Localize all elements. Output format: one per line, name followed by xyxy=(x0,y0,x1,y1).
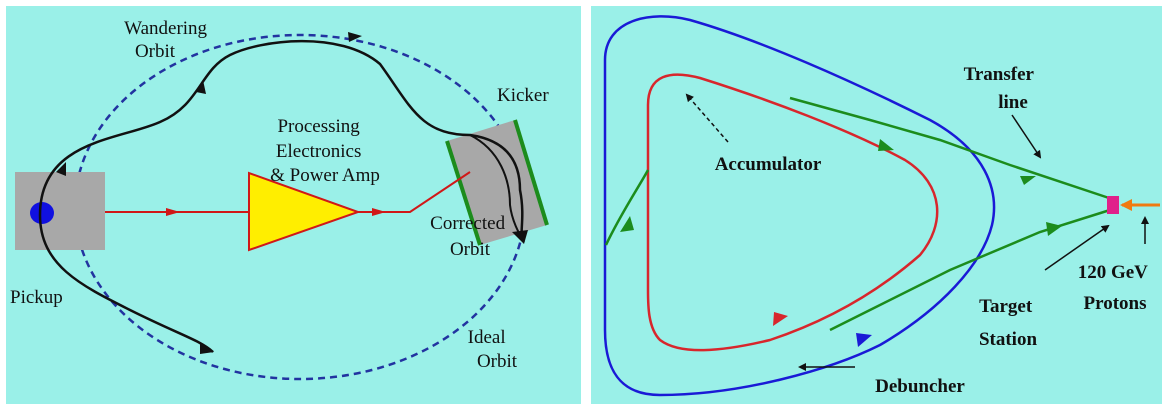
svg-text:Wandering Orbit: Wandering Orbit xyxy=(124,18,212,62)
accumulator-pointer xyxy=(685,93,729,143)
orbit-arrow-bottom xyxy=(200,343,214,354)
processing-label-3: & Power Amp xyxy=(270,165,380,186)
corrected-orbit-label-2: Orbit xyxy=(450,239,491,260)
transfer-line-label-1: Transfer xyxy=(964,64,1035,85)
processing-label-2: Electronics xyxy=(276,141,361,162)
signal-arrow-2 xyxy=(372,208,386,216)
wandering-orbit-lower xyxy=(38,214,214,353)
debuncher-arrow xyxy=(856,333,872,347)
accumulator-ring xyxy=(646,73,939,352)
signal-arrow-1 xyxy=(166,208,180,216)
corrected-orbit-label-1: Corrected xyxy=(430,213,505,234)
kicker-plate-left xyxy=(445,140,482,246)
stochastic-cooling-diagram: Wandering Orbit Kicker Processing Electr… xyxy=(10,18,549,381)
target-pointer xyxy=(1044,224,1110,271)
svg-text:Transfer line: Transfer line xyxy=(964,64,1039,113)
transfer-arrow-2 xyxy=(1020,176,1036,185)
pickup-beam-dot xyxy=(30,202,54,224)
orbit-arrow-pickup xyxy=(56,162,66,176)
transfer-line-left xyxy=(604,169,650,246)
transfer-arrow-1 xyxy=(878,139,894,151)
wandering-orbit-label-2: Orbit xyxy=(135,41,176,62)
wandering-orbit-label-1: Wandering xyxy=(124,18,207,39)
target-station-box xyxy=(1107,196,1119,214)
target-station-label-2: Station xyxy=(979,329,1038,350)
target-station-label-1: Target xyxy=(979,296,1033,317)
debuncher-label: Debuncher xyxy=(875,376,965,397)
orbit-arrow-left xyxy=(196,80,206,94)
svg-text:Ideal Orbit: Ideal Orbit xyxy=(468,327,518,372)
kicker-label: Kicker xyxy=(497,85,549,106)
accumulator-arrow xyxy=(773,312,788,326)
debuncher-ring xyxy=(603,15,996,397)
transfer-arrow-3 xyxy=(1046,222,1062,236)
energy-label-1: 120 GeV xyxy=(1078,262,1148,283)
energy-label-2: Protons xyxy=(1084,293,1147,314)
orbit-arrow-kicker xyxy=(512,230,528,244)
transfer-line-label-2: line xyxy=(998,92,1028,113)
svg-text:120 GeV Protons: 120 GeV Protons xyxy=(1078,262,1153,314)
wandering-orbit-path xyxy=(38,39,524,241)
pickup-device xyxy=(15,172,105,250)
transfer-line-pointer xyxy=(1011,114,1042,159)
ideal-orbit-label-1: Ideal xyxy=(468,327,506,348)
processing-label-1: Processing xyxy=(277,116,360,137)
orbit-arrow-top xyxy=(348,32,362,42)
antiproton-source-diagram: Transfer line Accumulator 120 GeV Proton… xyxy=(603,15,1160,397)
transfer-line-upper xyxy=(789,96,1116,202)
svg-text:Processing Electronics: Processing Electronics & Power Amp xyxy=(270,116,380,186)
pickup-label: Pickup xyxy=(10,287,63,308)
right-panel-background xyxy=(591,6,1162,404)
svg-text:Corrected Orbit: Corrected Orbit xyxy=(430,213,510,260)
svg-text:Target Station: Target Station xyxy=(979,296,1038,350)
proton-beam-arrow xyxy=(1120,199,1132,211)
accumulator-label: Accumulator xyxy=(715,154,822,175)
kicker-plate-right xyxy=(513,119,549,226)
transfer-line-lower xyxy=(829,208,1111,332)
ideal-orbit-label-2: Orbit xyxy=(477,351,518,372)
transfer-arrow-4 xyxy=(620,216,634,232)
